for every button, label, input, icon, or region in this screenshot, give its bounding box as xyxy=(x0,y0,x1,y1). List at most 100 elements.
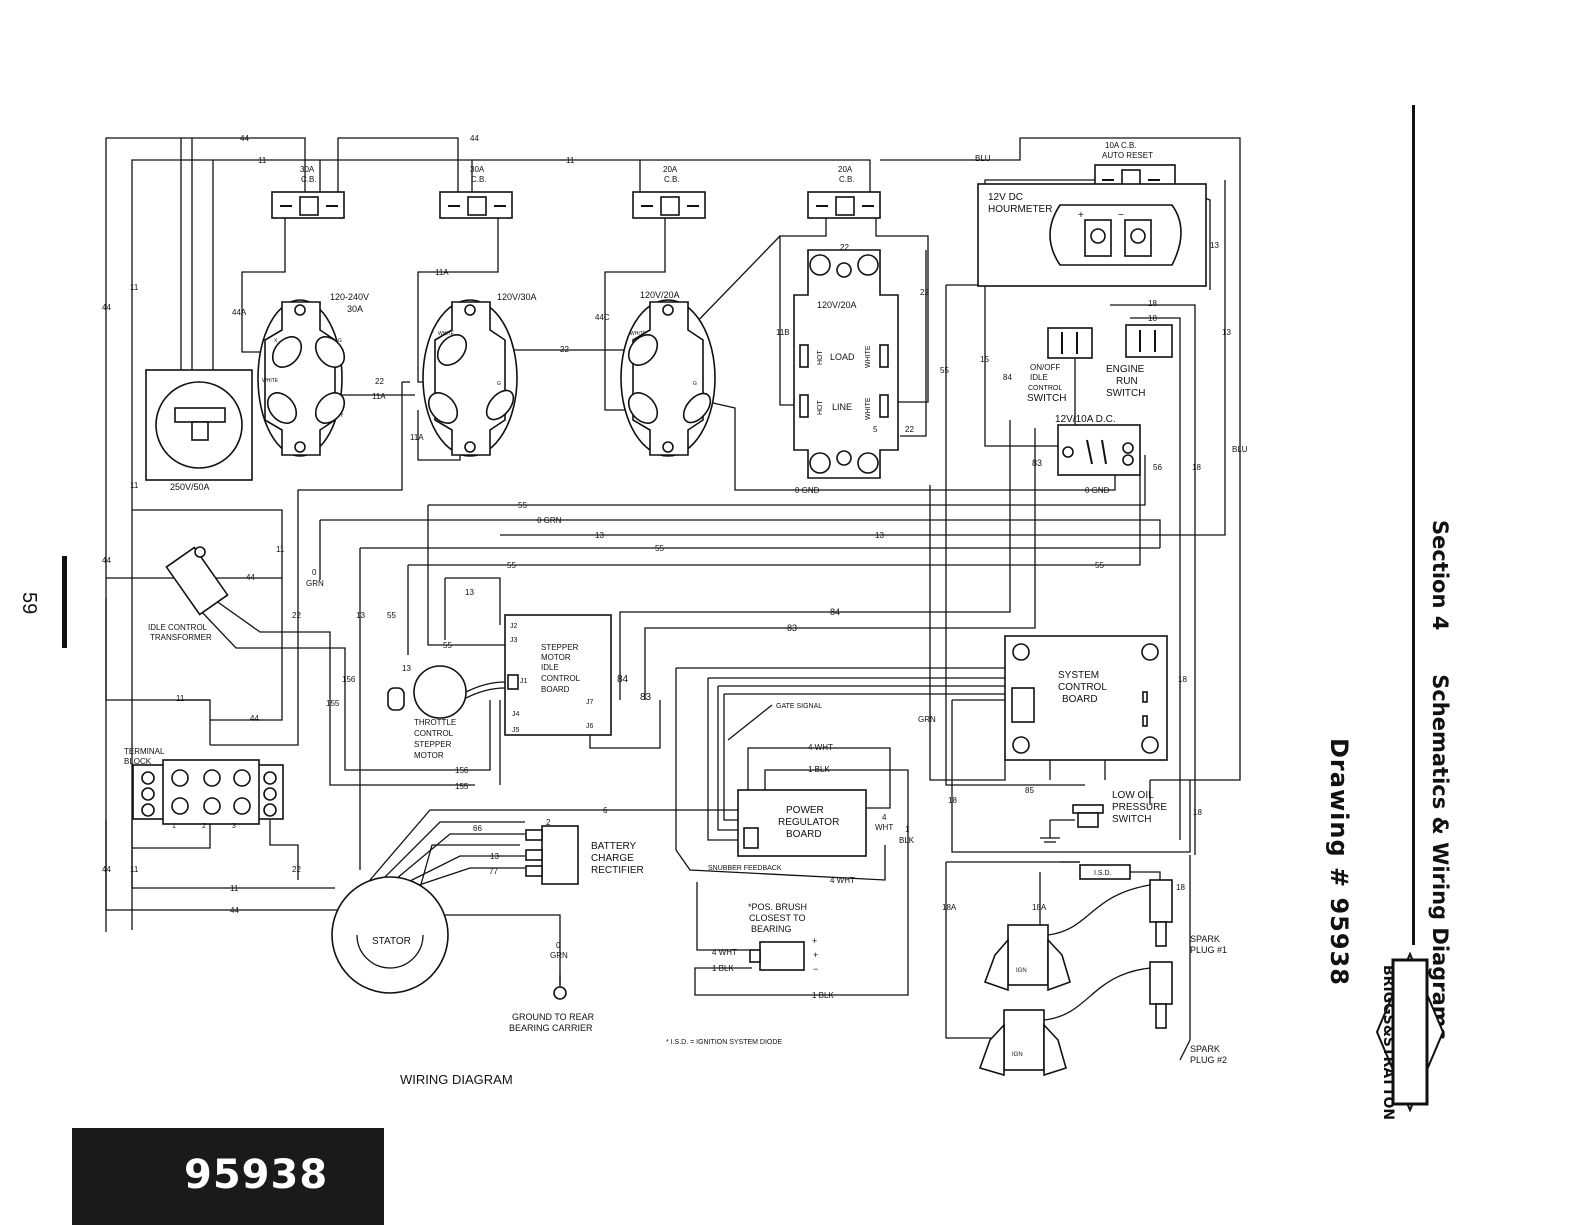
label-brush-3: BEARING xyxy=(751,924,792,934)
label-cb2-type: C.B. xyxy=(471,175,487,184)
label-pin-y: Y xyxy=(340,413,344,419)
wire-11-top-b: 11 xyxy=(566,156,575,165)
label-120v-30a: 120V/30A xyxy=(497,292,537,302)
stepper-motor-board xyxy=(504,614,612,736)
wire-13-rectifier: 13 xyxy=(490,852,499,861)
wire-55-mid-d: 55 xyxy=(1095,561,1104,570)
label-throttle-1: THROTTLE xyxy=(414,718,456,727)
idle-control-transformer xyxy=(165,546,229,616)
label-pin-g-2: G xyxy=(497,381,501,387)
wire-11-left: 11 xyxy=(130,283,139,292)
wire-18-f: 18 xyxy=(1176,883,1185,892)
breaker-30a-1 xyxy=(271,191,345,219)
wire-4-wht-c: 4 WHT xyxy=(712,948,737,957)
wire-1-blk-b: 1 BLK xyxy=(712,964,734,973)
label-gate-signal: GATE SIGNAL xyxy=(776,703,822,710)
wire-4-wht-b: 4 WHT xyxy=(830,876,855,885)
wire-55-mid-c: 55 xyxy=(507,561,516,570)
brand-logo-text: BRIGGS&STRATTON xyxy=(1380,965,1396,1121)
label-throttle-3: STEPPER xyxy=(414,740,452,749)
wire-blu-right: BLU xyxy=(1232,445,1248,454)
label-spark1-1: SPARK xyxy=(1190,934,1220,944)
wire-11a-bottom: 11A xyxy=(410,433,424,442)
wire-44a: 44A xyxy=(232,308,247,317)
wire-11-tb: 11 xyxy=(176,694,185,703)
wire-network xyxy=(105,137,1241,1061)
wire-83-top: 83 xyxy=(1032,458,1042,468)
label-j1: J1 xyxy=(520,678,528,685)
wire-44-bottom: 44 xyxy=(102,865,111,874)
label-stator: STATOR xyxy=(372,936,411,947)
wire-44c: 44C xyxy=(595,313,610,322)
label-cb2-rating: 30A xyxy=(470,165,485,174)
receptacle-120-240v-30a xyxy=(257,299,346,457)
wire-22-mid: 22 xyxy=(375,377,384,386)
wire-11b: 11B xyxy=(776,328,790,337)
label-j5: J5 xyxy=(512,727,520,734)
label-white-5: WHITE xyxy=(865,397,872,420)
diagram-footnote: * I.S.D. = IGNITION SYSTEM DIODE xyxy=(666,1039,782,1046)
label-brush-plus-2: + xyxy=(813,950,818,960)
label-cb3-type: C.B. xyxy=(664,175,680,184)
label-idle-sw-2: IDLE xyxy=(1030,373,1048,382)
wire-155-a: 155 xyxy=(326,699,340,708)
label-minus: − xyxy=(1118,210,1124,221)
wire-44-left: 44 xyxy=(102,303,111,312)
wire-22-gfci-right: 22 xyxy=(920,288,929,297)
label-low-oil-3: SWITCH xyxy=(1112,814,1151,825)
label-stepper-2: MOTOR xyxy=(541,653,571,662)
wire-44-top: 44 xyxy=(240,134,249,143)
wire-2: 2 xyxy=(546,818,551,827)
label-hourmeter: HOURMETER xyxy=(988,204,1052,215)
label-terminal-1: TERMINAL xyxy=(124,747,165,756)
label-ign-1: IGN xyxy=(1016,968,1027,974)
wire-66: 66 xyxy=(473,824,482,833)
wire-55-right: 55 xyxy=(940,366,949,375)
label-stepper-1: STEPPER xyxy=(541,643,579,652)
label-battery-2: CHARGE xyxy=(591,853,634,864)
wire-1-blk-c: 1 BLK xyxy=(812,991,834,1000)
label-white-2: WHITE xyxy=(438,331,455,337)
ignition-coil-1 xyxy=(983,879,1173,992)
label-tb-1: 1 xyxy=(172,823,176,830)
wire-1: 1 xyxy=(905,825,910,834)
wire-18-c: 18 xyxy=(1192,463,1201,472)
label-120v-20a: 120V/20A xyxy=(640,290,680,300)
wire-44-top-b: 44 xyxy=(470,134,479,143)
label-white-3: WHITE xyxy=(630,331,647,337)
wire-0-ground: 0 xyxy=(556,941,561,950)
label-250v-50a: 250V/50A xyxy=(170,482,210,492)
ignition-coil-2 xyxy=(978,961,1173,1077)
wire-156-b: 156 xyxy=(455,766,469,775)
wire-13-right: 13 xyxy=(1210,241,1219,250)
diagram-caption: WIRING DIAGRAM xyxy=(400,1072,513,1087)
label-engine-sw-3: SWITCH xyxy=(1106,388,1145,399)
label-spark1-2: PLUG #1 xyxy=(1190,945,1227,955)
wire-blk: BLK xyxy=(899,836,915,845)
receptacle-120v-30a xyxy=(422,299,518,457)
label-idle-sw-4: SWITCH xyxy=(1027,393,1066,404)
wire-18-b: 18 xyxy=(1148,314,1157,323)
battery-charge-rectifier xyxy=(525,825,579,885)
page-number: 59 xyxy=(18,592,40,615)
wire-11a-top: 11A xyxy=(435,268,449,277)
label-system-1: SYSTEM xyxy=(1058,670,1099,681)
label-battery-3: RECTIFIER xyxy=(591,865,644,876)
wire-22-right: 22 xyxy=(560,345,569,354)
breaker-30a-2 xyxy=(439,191,513,219)
wire-84-top: 84 xyxy=(1003,373,1012,382)
label-hot-1: HOT xyxy=(817,350,824,366)
wire-13-mid-a: 13 xyxy=(595,531,604,540)
wire-11-stator: 11 xyxy=(230,884,239,893)
label-j6: J6 xyxy=(586,723,594,730)
wire-56: 56 xyxy=(1153,463,1162,472)
label-cb3-rating: 20A xyxy=(663,165,678,174)
label-cb1-type: C.B. xyxy=(301,175,317,184)
label-spark2-2: PLUG #2 xyxy=(1190,1055,1227,1065)
label-power-1: POWER xyxy=(786,805,824,816)
wire-156-a: 156 xyxy=(342,675,356,684)
label-battery-1: BATTERY xyxy=(591,841,637,852)
wire-18a-b: 18A xyxy=(1032,903,1047,912)
label-stepper-3: IDLE xyxy=(541,663,559,672)
sidebar-rule xyxy=(1412,105,1415,945)
